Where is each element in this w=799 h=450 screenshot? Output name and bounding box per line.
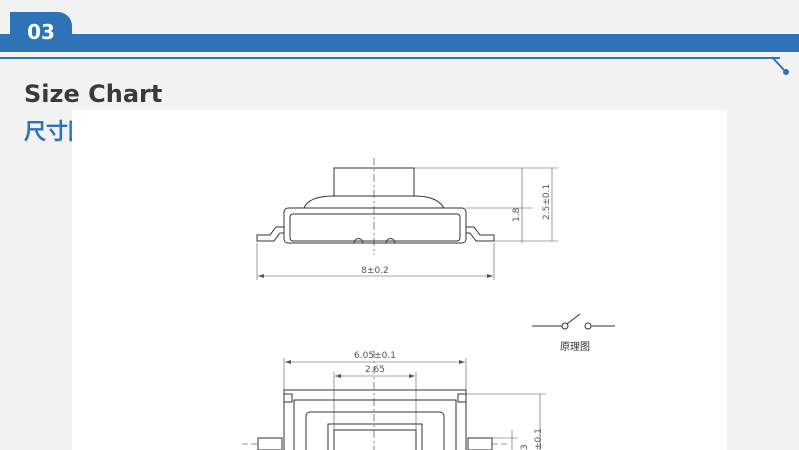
top-terminal-left xyxy=(257,437,283,450)
side-notch-right xyxy=(385,238,396,244)
top-terminal-right xyxy=(467,437,493,450)
top-plunger-inner xyxy=(333,429,417,450)
side-body-inner xyxy=(289,213,461,242)
side-notch-left xyxy=(353,238,364,244)
top-body-outer xyxy=(283,389,467,450)
drawing-canvas: 8±0.2 1.8 2.5±0.1 原理图 xyxy=(72,110,727,450)
top-height-b-dim-label: ±0.1 xyxy=(534,428,544,450)
top-tab-left xyxy=(283,393,293,403)
header-rule xyxy=(0,57,780,59)
section-number-badge: 03 xyxy=(10,12,72,52)
header-corner-decoration xyxy=(771,56,789,75)
top-height-a-dim-label: 3 xyxy=(520,444,530,450)
top-tab-right xyxy=(457,393,467,403)
top-body-inner xyxy=(305,411,445,450)
side-terminal-right xyxy=(466,226,495,242)
header-band xyxy=(0,34,799,52)
page-title-en: Size Chart xyxy=(24,80,163,108)
side-body-top xyxy=(303,195,445,209)
side-width-dim-label: 8±0.2 xyxy=(361,266,389,276)
top-outer-width-dim-label: 6.05±0.1 xyxy=(354,351,396,361)
side-total-height-dim-label: 2.5±0.1 xyxy=(542,184,552,220)
schematic-label: 原理图 xyxy=(560,341,590,353)
top-plunger xyxy=(327,423,423,450)
technical-drawing: 8±0.2 1.8 2.5±0.1 原理图 xyxy=(242,158,615,450)
side-terminal-left xyxy=(256,226,284,242)
top-inner-width-dim-label: 2.65 xyxy=(365,365,385,375)
side-inner-height-dim-label: 1.8 xyxy=(512,207,522,222)
switch-schematic-symbol xyxy=(532,313,615,330)
top-body-mid xyxy=(293,399,457,450)
side-body xyxy=(283,207,467,244)
